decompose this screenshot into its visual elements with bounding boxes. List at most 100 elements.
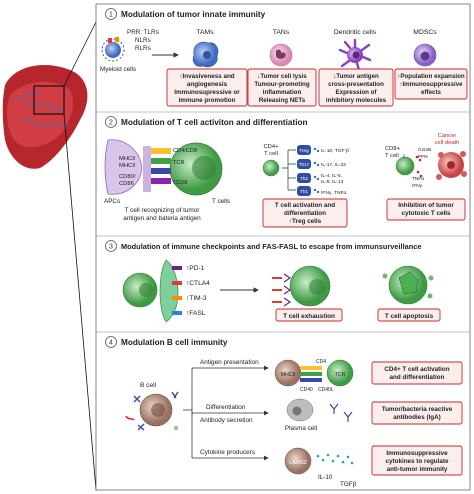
svg-text:antibodies (IgA): antibodies (IgA) <box>393 414 441 421</box>
plasma-cell-label: Plasma cell <box>285 425 317 432</box>
cd4-label-2: T cell <box>264 151 278 157</box>
branch-differentiation: Differentiation <box>206 404 246 411</box>
svg-text:inflammation: inflammation <box>263 89 302 96</box>
svg-text:T cell apoptosis: T cell apoptosis <box>385 313 434 320</box>
effect-box-dc: ↓Tumor antigen cross-presentation Expres… <box>318 68 394 107</box>
branch-antigen-presentation: Antigen presentation <box>200 359 259 366</box>
molecule-gzmb: GzmB <box>418 147 431 153</box>
section-2: 2 Modulation of T cell activiton and dif… <box>104 116 467 228</box>
tcell-activation-box: T cell activation and differentiation ↑T… <box>262 198 348 228</box>
svg-text:Immunosupressive or: Immunosupressive or <box>174 89 240 96</box>
effect-box-tams: ↑Invasiveness and angiogenesis Immunosup… <box>166 68 248 107</box>
svg-text:↑Invasiveness and: ↑Invasiveness and <box>179 73 234 80</box>
cd4-label-1: CD4+ <box>264 144 280 150</box>
bcell-tcell-pair <box>274 359 354 387</box>
receptor-cd28: CD28 <box>173 180 187 186</box>
apoptosis-box: T cell apoptosis <box>377 308 441 322</box>
svg-text:Immunosuppressive: Immunosuppressive <box>386 450 448 457</box>
svg-text:Tumour-promoting: Tumour-promoting <box>254 81 309 88</box>
il10-label: IL-10 <box>318 474 333 481</box>
outcome-box-antigen: CD4+ T cell activation and differentiati… <box>371 361 463 385</box>
lars2-label: LARS2 <box>289 460 307 466</box>
section-3-number: 3 <box>109 244 113 251</box>
receptor-cd4cd8: CD4/CD8 <box>173 148 197 154</box>
outcome-box-cytokine: Immunosuppressive cytokines to regulate … <box>371 445 463 476</box>
svg-text:↓Tumor antigen: ↓Tumor antigen <box>333 73 379 80</box>
cytokine-treg: IL-10, TGF-β <box>321 148 349 154</box>
exhaustion-box: T cell exhaustion <box>275 308 343 322</box>
cytokine-th17: IL-17, IL-22 <box>321 162 346 168</box>
cytotoxic-inhibition-box: Inhibition of tumor cytotoxic T cells <box>386 198 466 221</box>
cytokine-secretion-dots <box>316 453 354 465</box>
b-cell <box>125 391 179 431</box>
tcell-label: T cells <box>212 198 230 205</box>
exhausted-tcell <box>272 265 331 307</box>
svg-text:differentiation: differentiation <box>284 210 326 217</box>
molecule-ifng: IFNγ <box>412 183 423 189</box>
mhc-label-3: CD80/ <box>119 174 136 180</box>
checkpoint-receptors <box>172 266 182 315</box>
section-1: 1 Modulation of tumor innate immunity PR… <box>100 8 468 107</box>
svg-text:Th17: Th17 <box>299 162 310 167</box>
synapse-caption-2: antigen and bateria antigen <box>123 215 201 222</box>
svg-text:angiogenesis: angiogenesis <box>187 81 228 88</box>
pair-mhcii: MHCII <box>281 372 296 378</box>
subset-th17: Th17 <box>297 159 311 169</box>
branch-cytokine-producers: Cytokine producers <box>200 449 255 456</box>
section-2-number-badge <box>105 116 117 128</box>
section-1-title: Modulation of tumor innate immunity <box>121 10 266 19</box>
lars2-bcell <box>284 447 312 475</box>
svg-text:cross-presentation: cross-presentation <box>328 81 384 88</box>
subset-th1: Th1 <box>297 186 311 196</box>
molecule-pfn: PFN <box>418 154 428 160</box>
checkpoint-tim3: ↑TIM-3 <box>186 295 207 302</box>
checkpoint-ctla4: ↑CTLA4 <box>186 280 210 287</box>
svg-text:CD4+ T cell activation: CD4+ T cell activation <box>384 366 449 373</box>
apc-label: APCs <box>104 198 120 205</box>
svg-text:↑Immunosuppressive: ↑Immunosuppressive <box>399 81 463 88</box>
svg-text:Releasing NETs: Releasing NETs <box>259 97 306 104</box>
molecule-tnfa: TNFα <box>412 176 424 182</box>
plasma-cell <box>286 398 353 422</box>
cell-label-mdscs: MDSCs <box>413 29 437 36</box>
cell-label-tans: TANs <box>273 29 290 36</box>
svg-text:T cell exhaustion: T cell exhaustion <box>283 313 335 320</box>
section-3-title: Modulation of immune checkpoints and FAS… <box>121 242 421 251</box>
tan-cell <box>269 43 293 67</box>
cell-label-dc: Dendritic cells <box>334 29 377 36</box>
section-4-title: Modulation B cell immunity <box>121 338 228 347</box>
svg-text:Th2: Th2 <box>300 176 308 181</box>
prr-line-3: RLRs <box>135 45 151 52</box>
svg-text:Th1: Th1 <box>300 189 308 194</box>
svg-text:↓Tumor cell lysis: ↓Tumor cell lysis <box>257 73 307 80</box>
svg-text:Tumor/bacteria reactive: Tumor/bacteria reactive <box>382 406 453 413</box>
checkpoint-fasl: ↑FASL <box>186 310 206 317</box>
section-3: 3 Modulation of immune checkpoints and F… <box>105 240 441 323</box>
subset-treg: Treg <box>297 145 311 155</box>
cancer-death-label-2: cell death <box>435 140 460 146</box>
cytokine-dots <box>313 147 320 194</box>
section-1-number-badge <box>105 8 117 20</box>
section-3-number-badge <box>105 240 117 252</box>
pair-cd40l: CD40L <box>318 387 334 393</box>
svg-text:and differentiation: and differentiation <box>390 374 445 381</box>
bcell-label: B cell <box>140 382 157 389</box>
mhc-label-4: CD86 <box>119 181 134 187</box>
section-1-number: 1 <box>109 12 113 19</box>
mhc-label-2: MHCII <box>119 163 136 169</box>
myeloid-cells-label: Myeloid cells <box>100 66 136 73</box>
section-4-number-badge <box>105 336 117 348</box>
apoptotic-tcell <box>382 265 434 305</box>
mhc-label-1: MHCI/ <box>119 156 136 162</box>
section-4: 4 Modulation B cell immunity B cell Anti… <box>105 336 463 488</box>
cell-label-tams: TAMs <box>196 29 214 36</box>
mdsc-cell <box>413 43 437 67</box>
svg-text:cytotoxic T cells: cytotoxic T cells <box>402 210 451 217</box>
cd8-label-1: CD8+ <box>385 146 401 152</box>
section-4-number: 4 <box>109 340 113 347</box>
svg-text:effects: effects <box>421 89 442 96</box>
section-2-title: Modulation of T cell activiton and diffe… <box>121 118 308 127</box>
effect-box-tans: ↓Tumor cell lysis Tumour-promoting infla… <box>247 68 317 107</box>
svg-text:anti-tumor immunity: anti-tumor immunity <box>387 466 448 473</box>
